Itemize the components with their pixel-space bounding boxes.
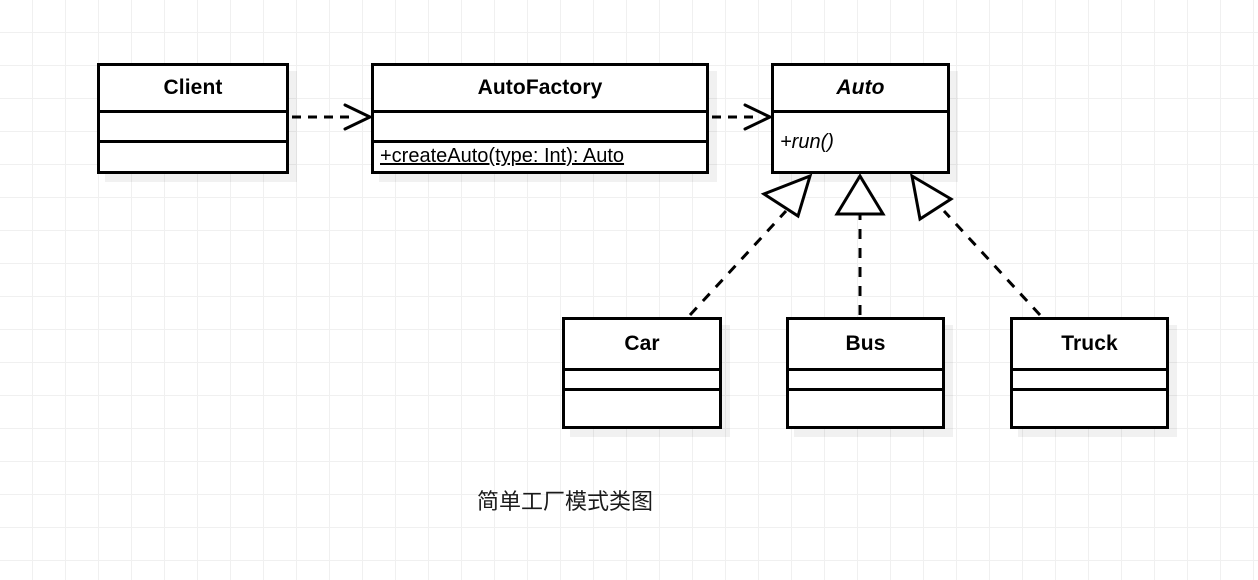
class-operations-auto: +run() bbox=[774, 110, 947, 171]
diagram-caption: 简单工厂模式类图 bbox=[476, 490, 653, 515]
realization-line-truck-auto bbox=[942, 209, 1042, 317]
class-operation-run: +run() bbox=[780, 130, 834, 153]
open-arrow-head-client-autofactory bbox=[343, 103, 374, 131]
class-box-auto[interactable]: Auto +run() bbox=[771, 63, 950, 174]
class-name-autofactory: AutoFactory bbox=[477, 76, 603, 100]
class-attributes-bus bbox=[789, 368, 942, 388]
class-attributes-client bbox=[100, 110, 286, 139]
class-name-bus: Bus bbox=[845, 332, 886, 356]
class-operations-client bbox=[100, 139, 286, 171]
class-attributes-autofactory bbox=[374, 110, 706, 139]
class-name-client: Client bbox=[163, 76, 223, 100]
class-attributes-truck bbox=[1013, 368, 1166, 388]
class-operation-create-auto: +createAuto(type: Int): Auto bbox=[380, 145, 625, 168]
class-box-client[interactable]: Client bbox=[97, 63, 289, 174]
class-operations-autofactory: +createAuto(type: Int): Auto bbox=[374, 139, 706, 171]
class-name-auto: Auto bbox=[836, 76, 885, 100]
hollow-triangle-truck-auto bbox=[909, 173, 954, 222]
class-box-bus[interactable]: Bus bbox=[786, 317, 945, 429]
class-box-car[interactable]: Car bbox=[562, 317, 722, 429]
open-arrow-head-autofactory-auto bbox=[743, 103, 774, 131]
hollow-triangle-bus-auto bbox=[834, 173, 886, 216]
class-name-car: Car bbox=[624, 332, 660, 356]
relation-bus-auto bbox=[834, 173, 886, 315]
relation-client-autofactory bbox=[292, 103, 374, 131]
hollow-triangle-car-auto bbox=[760, 173, 813, 219]
class-box-truck[interactable]: Truck bbox=[1010, 317, 1169, 429]
class-operations-car bbox=[565, 388, 719, 426]
class-operations-bus bbox=[789, 388, 942, 426]
relation-car-auto bbox=[688, 173, 813, 317]
class-box-autofactory[interactable]: AutoFactory +createAuto(type: Int): Auto bbox=[371, 63, 709, 174]
class-operations-truck bbox=[1013, 388, 1166, 426]
realization-line-car-auto bbox=[688, 209, 788, 317]
class-attributes-car bbox=[565, 368, 719, 388]
relation-truck-auto bbox=[909, 173, 1042, 317]
class-name-truck: Truck bbox=[1061, 332, 1118, 356]
relation-autofactory-auto bbox=[712, 103, 774, 131]
